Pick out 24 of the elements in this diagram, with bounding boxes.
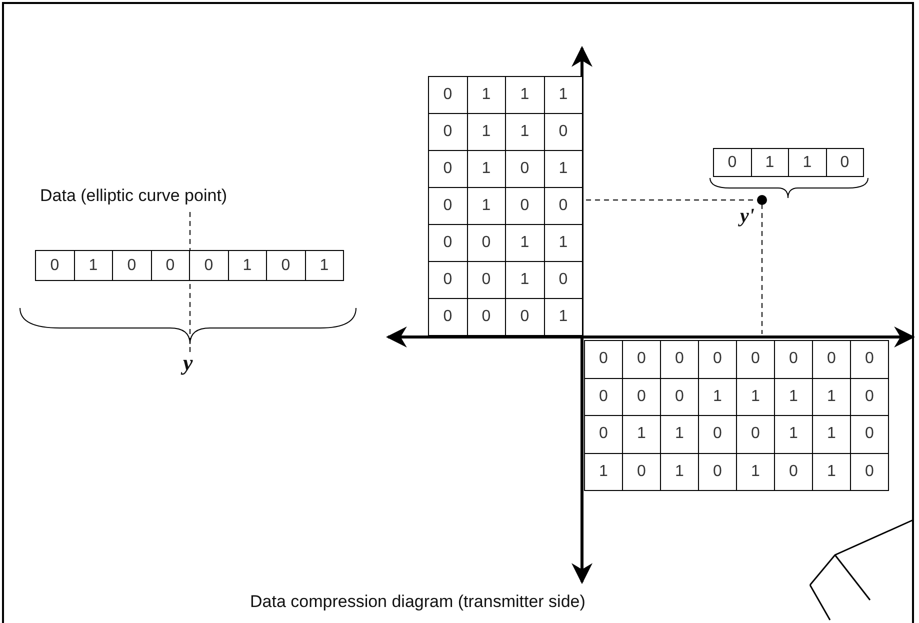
bit-cell: 1: [788, 148, 826, 177]
bit-cell: 1: [544, 76, 583, 114]
bit-cell: 1: [74, 250, 113, 281]
bit-cell: 1: [584, 452, 623, 491]
bit-cell: 0: [189, 250, 228, 281]
bit-cell: 1: [544, 298, 583, 336]
bit-cell: 0: [150, 250, 190, 281]
caption: Data compression diagram (transmitter side): [250, 592, 586, 612]
data-label: Data (elliptic curve point): [40, 186, 228, 206]
bit-cell: 0: [584, 340, 623, 378]
bit-cell: 1: [304, 250, 344, 281]
bit-cell: 1: [750, 148, 789, 177]
bit-cell: 0: [112, 250, 152, 281]
bit-cell: 0: [428, 76, 468, 114]
variable-label: y: [183, 350, 193, 376]
bit-cell: 0: [850, 340, 889, 378]
bit-cell: 0: [826, 148, 864, 177]
bit-cell: 0: [428, 298, 468, 336]
bit-cell: 0: [35, 250, 74, 281]
variable-label: y': [740, 205, 754, 228]
bit-cell: 0: [713, 148, 752, 177]
bit-cell: 0: [266, 250, 306, 281]
bit-cell: 1: [228, 250, 267, 281]
bit-cell: 0: [850, 452, 889, 491]
